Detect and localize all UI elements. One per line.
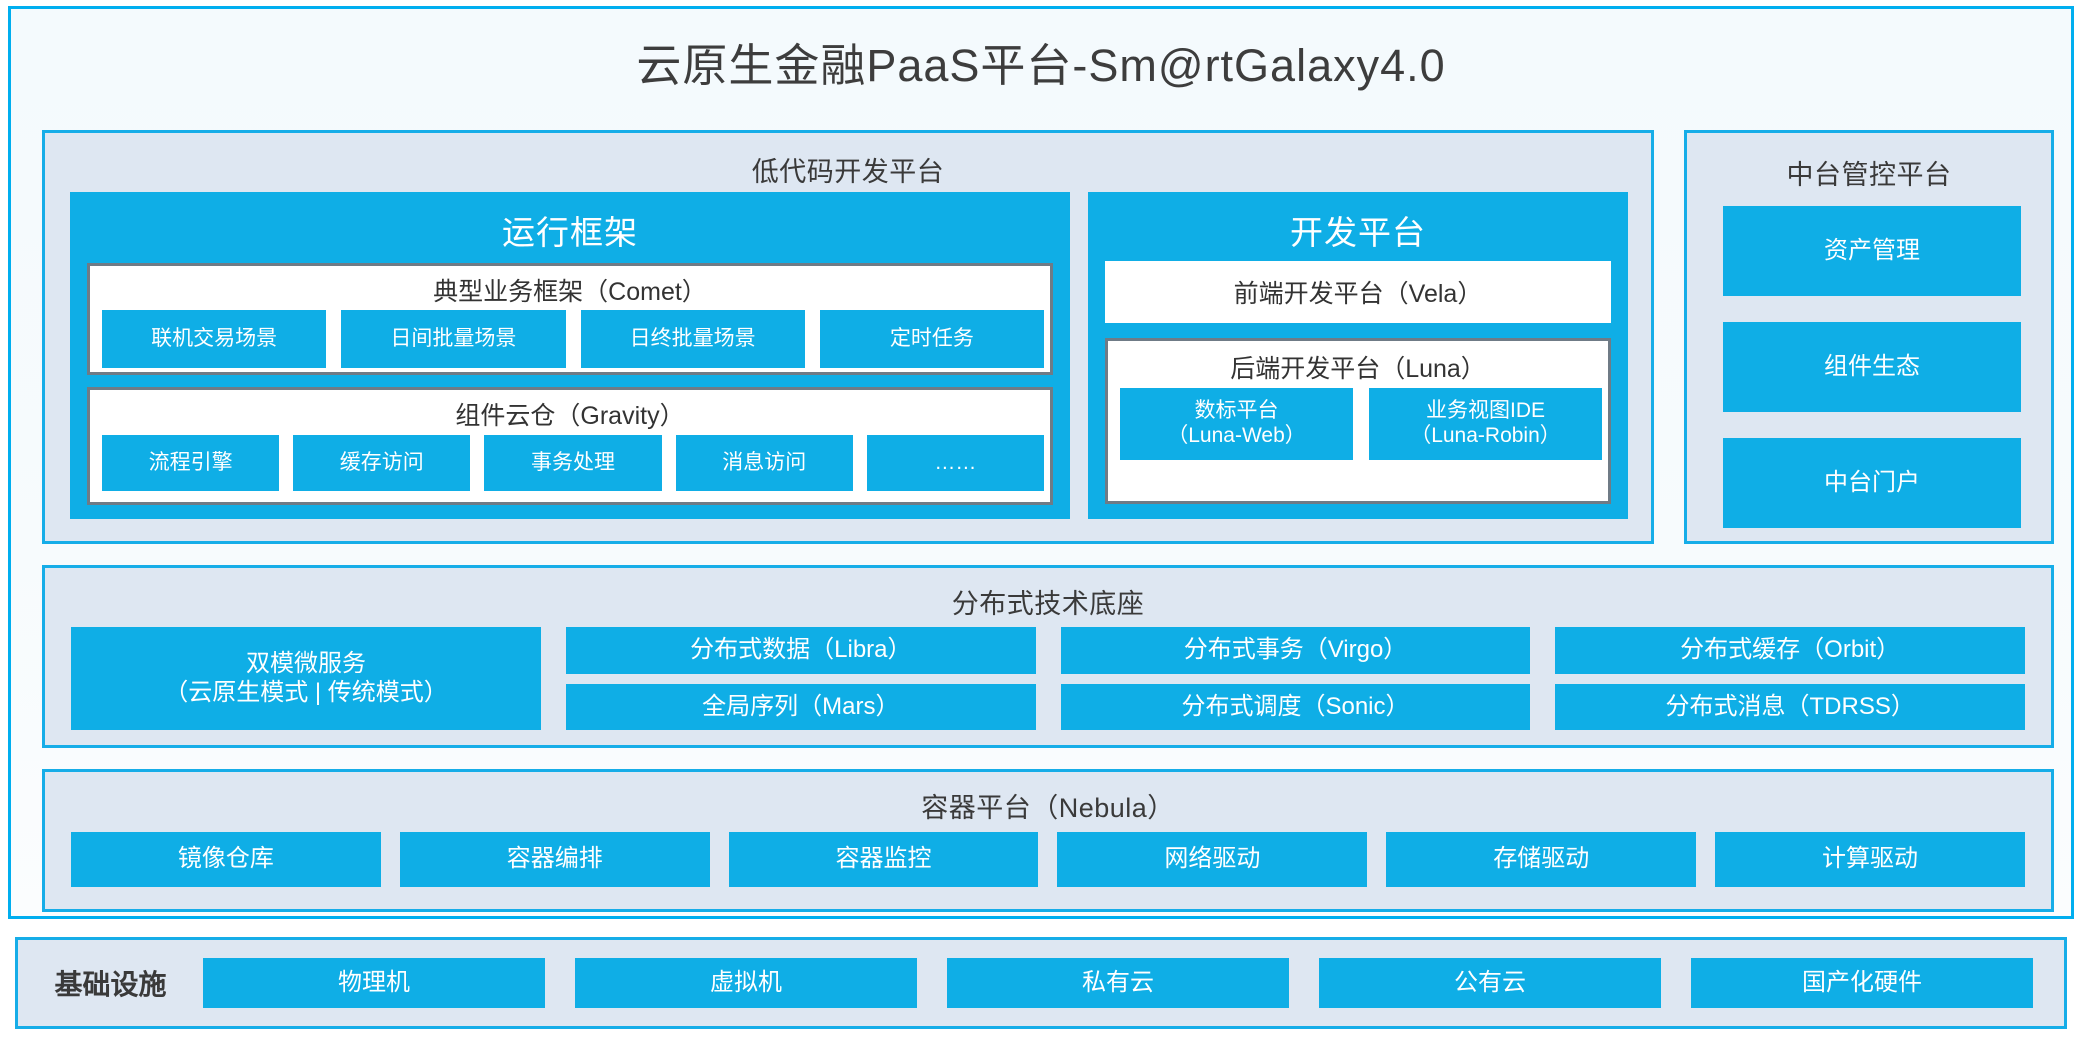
midend-item-portal[interactable]: 中台门户 [1723, 438, 2021, 528]
distributed-foundation-body: 双模微服务 （云原生模式 | 传统模式） 分布式数据（Libra） 全局序列（M… [71, 627, 2026, 730]
comet-box: 典型业务框架（Comet） 联机交易场景 日间批量场景 日终批量场景 定时任务 [87, 263, 1053, 375]
backend-platform-luna-title: 后端开发平台（Luna） [1230, 355, 1486, 383]
container-platform-title: 容器平台（Nebula） [921, 793, 1175, 823]
distributed-column-1: 分布式数据（Libra） 全局序列（Mars） [566, 627, 1036, 730]
runtime-framework-title: 运行框架 [502, 214, 638, 251]
dual-mode-microservice-modes: （云原生模式 | 传统模式） [164, 678, 448, 706]
gravity-item-more[interactable]: …… [866, 435, 1045, 491]
lowcode-platform-title: 低代码开发平台 [751, 157, 945, 187]
lowcode-platform-panel: 低代码开发平台 运行框架 典型业务框架（Comet） 联机交易场景 日间批量场景… [42, 130, 1654, 544]
platform-frame: 云原生金融PaaS平台-Sm@rtGalaxy4.0 低代码开发平台 运行框架 … [8, 6, 2074, 919]
container-platform-panel: 容器平台（Nebula） 镜像仓库 容器编排 容器监控 网络驱动 存储驱动 计算… [42, 769, 2054, 912]
infrastructure-label: 基础设施 [54, 969, 167, 1000]
luna-item-luna-web[interactable]: 数标平台 （Luna-Web） [1120, 388, 1353, 460]
gravity-item[interactable]: 缓存访问 [293, 435, 471, 491]
development-platform-title: 开发平台 [1290, 214, 1426, 251]
global-sequence-mars[interactable]: 全局序列（Mars） [566, 683, 1036, 730]
luna-item-list: 数标平台 （Luna-Web） 业务视图IDE （Luna-Robin） [1120, 388, 1602, 460]
infra-item-domestic-hardware[interactable]: 国产化硬件 [1691, 958, 2033, 1008]
infra-item-private-cloud[interactable]: 私有云 [947, 958, 1289, 1008]
comet-item[interactable]: 联机交易场景 [102, 310, 327, 368]
infra-item-public-cloud[interactable]: 公有云 [1319, 958, 1661, 1008]
frontend-platform-vela[interactable]: 前端开发平台（Vela） [1105, 261, 1611, 323]
container-item-storage-driver[interactable]: 存储驱动 [1386, 832, 1697, 887]
page-title: 云原生金融PaaS平台-Sm@rtGalaxy4.0 [636, 40, 1446, 91]
distributed-data-libra[interactable]: 分布式数据（Libra） [566, 627, 1036, 674]
gravity-item[interactable]: 事务处理 [484, 435, 662, 491]
distributed-foundation-title: 分布式技术底座 [951, 589, 1145, 619]
distributed-cache-orbit[interactable]: 分布式缓存（Orbit） [1555, 627, 2026, 674]
luna-robin-name: 业务视图IDE [1425, 399, 1545, 423]
gravity-item[interactable]: 消息访问 [675, 435, 853, 491]
comet-title: 典型业务框架（Comet） [433, 278, 707, 306]
luna-robin-code: （Luna-Robin） [1410, 424, 1561, 447]
midend-item-asset-management[interactable]: 资产管理 [1723, 206, 2021, 296]
container-item-orchestration[interactable]: 容器编排 [399, 832, 710, 887]
comet-item-list: 联机交易场景 日间批量场景 日终批量场景 定时任务 [102, 310, 1044, 368]
infra-item-virtual-machine[interactable]: 虚拟机 [575, 958, 917, 1008]
midend-control-panel: 中台管控平台 资产管理 组件生态 中台门户 [1684, 130, 2054, 544]
gravity-item[interactable]: 流程引擎 [102, 435, 280, 491]
container-item-monitoring[interactable]: 容器监控 [728, 832, 1039, 887]
backend-platform-luna-box: 后端开发平台（Luna） 数标平台 （Luna-Web） 业务视图IDE （Lu… [1105, 338, 1611, 504]
comet-item[interactable]: 定时任务 [819, 310, 1044, 368]
infra-item-physical-machine[interactable]: 物理机 [203, 958, 545, 1008]
container-item-list: 镜像仓库 容器编排 容器监控 网络驱动 存储驱动 计算驱动 [71, 832, 2025, 887]
dual-mode-microservice-name: 双模微服务 [246, 650, 366, 678]
luna-web-code: （Luna-Web） [1167, 424, 1306, 447]
midend-item-list: 资产管理 组件生态 中台门户 [1723, 206, 2021, 528]
distributed-message-tdrss[interactable]: 分布式消息（TDRSS） [1555, 683, 2026, 730]
midend-control-title: 中台管控平台 [1786, 160, 1952, 190]
runtime-framework-block: 运行框架 典型业务框架（Comet） 联机交易场景 日间批量场景 日终批量场景 … [70, 192, 1070, 519]
distributed-scheduling-sonic[interactable]: 分布式调度（Sonic） [1060, 683, 1531, 730]
infrastructure-item-list: 物理机 虚拟机 私有云 公有云 国产化硬件 [203, 958, 2033, 1008]
midend-item-component-ecosystem[interactable]: 组件生态 [1723, 322, 2021, 412]
distributed-column-3: 分布式缓存（Orbit） 分布式消息（TDRSS） [1555, 627, 2026, 730]
container-item-image-registry[interactable]: 镜像仓库 [71, 832, 381, 887]
distributed-transaction-virgo[interactable]: 分布式事务（Virgo） [1060, 627, 1531, 674]
container-item-compute-driver[interactable]: 计算驱动 [1715, 832, 2025, 887]
luna-web-name: 数标平台 [1194, 399, 1279, 423]
gravity-item-list: 流程引擎 缓存访问 事务处理 消息访问 …… [102, 435, 1045, 491]
luna-item-luna-robin[interactable]: 业务视图IDE （Luna-Robin） [1369, 388, 1602, 460]
infrastructure-panel: 基础设施 物理机 虚拟机 私有云 公有云 国产化硬件 [15, 937, 2067, 1029]
comet-item[interactable]: 日间批量场景 [341, 310, 566, 368]
gravity-box: 组件云仓（Gravity） 流程引擎 缓存访问 事务处理 消息访问 …… [87, 387, 1053, 505]
dual-mode-microservice[interactable]: 双模微服务 （云原生模式 | 传统模式） [71, 627, 541, 730]
distributed-column-2: 分布式事务（Virgo） 分布式调度（Sonic） [1060, 627, 1531, 730]
development-platform-block: 开发平台 前端开发平台（Vela） 后端开发平台（Luna） 数标平台 （Lun… [1088, 192, 1628, 519]
gravity-title: 组件云仓（Gravity） [455, 402, 685, 430]
distributed-foundation-panel: 分布式技术底座 双模微服务 （云原生模式 | 传统模式） 分布式数据（Libra… [42, 565, 2054, 748]
container-item-network-driver[interactable]: 网络驱动 [1057, 832, 1368, 887]
comet-item[interactable]: 日终批量场景 [580, 310, 805, 368]
